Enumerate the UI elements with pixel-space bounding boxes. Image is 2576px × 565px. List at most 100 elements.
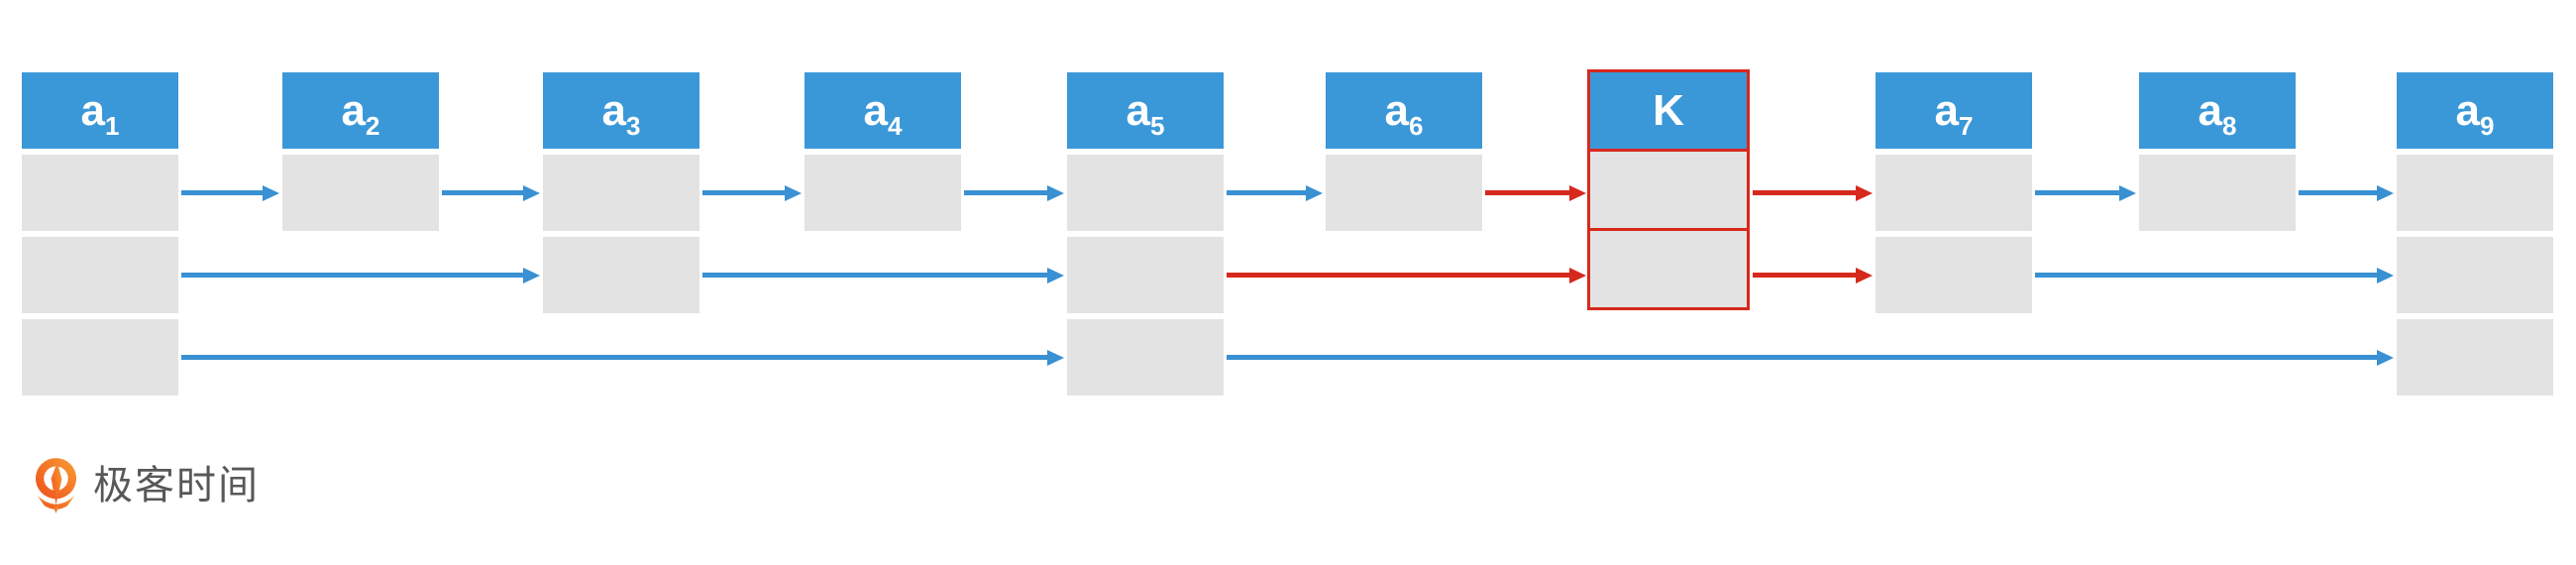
node-a9-cell-level1 (2397, 155, 2553, 231)
arrow-head-icon (1306, 184, 1323, 201)
arrow-shaft (964, 190, 1051, 195)
arrow-head-icon (1047, 267, 1064, 283)
arrow-a5-to-a9-level3 (1227, 349, 2394, 366)
node-label-K: K (1653, 85, 1684, 135)
arrow-head-icon (523, 267, 540, 283)
arrow-K-to-a7-level2 (1753, 267, 1873, 283)
node-a2: a2 (282, 72, 439, 231)
node-a9-cell-level2 (2397, 237, 2553, 313)
node-a3-cell-level2 (543, 237, 699, 313)
node-label-a6: a6 (1384, 85, 1424, 141)
node-a1-cell-level1 (22, 155, 178, 231)
arrow-head-icon (2119, 184, 2136, 201)
arrow-head-icon (523, 184, 540, 201)
node-a5-cell-level3 (1067, 319, 1224, 396)
arrow-a1-to-a2-level1 (181, 184, 279, 201)
arrow-a6-to-K-level1 (1485, 184, 1586, 201)
node-label-a9: a9 (2455, 85, 2495, 141)
node-a4: a4 (805, 72, 961, 231)
arrow-head-icon (1856, 267, 1873, 283)
arrow-shaft (1485, 190, 1573, 195)
geektime-logo-icon (35, 458, 77, 513)
node-header-a4: a4 (805, 72, 961, 149)
arrow-shaft (1753, 273, 1860, 278)
arrow-a5-to-a6-level1 (1227, 184, 1323, 201)
arrow-a7-to-a8-level1 (2035, 184, 2136, 201)
node-a7-cell-level2 (1876, 237, 2032, 313)
arrow-a1-to-a3-level2 (181, 267, 540, 283)
arrow-a1-to-a5-level3 (181, 349, 1064, 366)
node-header-a2: a2 (282, 72, 439, 149)
arrow-head-icon (1047, 349, 1064, 366)
node-label-a5: a5 (1126, 85, 1165, 141)
node-header-a1: a1 (22, 72, 178, 149)
node-label-a8: a8 (2198, 85, 2237, 141)
node-a9: a9 (2397, 72, 2553, 396)
arrow-a3-to-a5-level2 (702, 267, 1064, 283)
arrow-head-icon (1569, 267, 1586, 283)
arrow-head-icon (785, 184, 802, 201)
arrow-shaft (181, 190, 267, 195)
node-a9-cell-level3 (2397, 319, 2553, 396)
node-header-a5: a5 (1067, 72, 1224, 149)
arrow-head-icon (1047, 184, 1064, 201)
geektime-logo-text: 极客时间 (93, 463, 260, 508)
arrow-head-icon (1569, 184, 1586, 201)
node-header-a8: a8 (2139, 72, 2296, 149)
arrow-head-icon (263, 184, 279, 201)
node-a4-cell-level1 (805, 155, 961, 231)
node-label-a3: a3 (601, 85, 641, 141)
arrow-shaft (1227, 355, 2381, 360)
arrow-shaft (181, 355, 1051, 360)
node-a2-cell-level1 (282, 155, 439, 231)
node-K: K (1587, 69, 1750, 310)
arrow-a3-to-a4-level1 (702, 184, 802, 201)
arrow-shaft (2035, 273, 2381, 278)
node-K-cell-level2 (1590, 228, 1747, 307)
node-a1-cell-level2 (22, 237, 178, 313)
arrow-a8-to-a9-level1 (2299, 184, 2394, 201)
arrow-shaft (702, 273, 1051, 278)
arrow-shaft (2299, 190, 2381, 195)
arrow-shaft (1227, 190, 1310, 195)
geektime-logo: 极客时间 (33, 456, 260, 514)
node-a5-cell-level2 (1067, 237, 1224, 313)
arrow-head-icon (2377, 184, 2394, 201)
arrow-shaft (702, 190, 789, 195)
arrow-K-to-a7-level1 (1753, 184, 1873, 201)
node-label-a4: a4 (863, 85, 903, 141)
arrow-shaft (1227, 273, 1573, 278)
node-label-a2: a2 (341, 85, 380, 141)
node-header-a3: a3 (543, 72, 699, 149)
node-a3: a3 (543, 72, 699, 313)
arrow-a7-to-a9-level2 (2035, 267, 2394, 283)
node-a8: a8 (2139, 72, 2296, 231)
arrow-a5-to-K-level2 (1227, 267, 1586, 283)
node-label-a1: a1 (80, 85, 120, 141)
node-a7: a7 (1876, 72, 2032, 313)
arrow-shaft (442, 190, 527, 195)
node-a7-cell-level1 (1876, 155, 2032, 231)
node-a5-cell-level1 (1067, 155, 1224, 231)
node-K-cell-level1 (1590, 149, 1747, 228)
node-a6: a6 (1326, 72, 1482, 231)
arrow-head-icon (2377, 267, 2394, 283)
arrow-a4-to-a5-level1 (964, 184, 1064, 201)
arrow-head-icon (2377, 349, 2394, 366)
node-a1-cell-level3 (22, 319, 178, 396)
node-header-K: K (1590, 72, 1747, 149)
arrow-shaft (2035, 190, 2123, 195)
node-header-a7: a7 (1876, 72, 2032, 149)
node-a5: a5 (1067, 72, 1224, 396)
arrow-shaft (1753, 190, 1860, 195)
node-a3-cell-level1 (543, 155, 699, 231)
node-header-a9: a9 (2397, 72, 2553, 149)
node-header-a6: a6 (1326, 72, 1482, 149)
arrow-shaft (181, 273, 527, 278)
node-a6-cell-level1 (1326, 155, 1482, 231)
node-label-a7: a7 (1934, 85, 1974, 141)
arrow-head-icon (1856, 184, 1873, 201)
arrow-a2-to-a3-level1 (442, 184, 540, 201)
